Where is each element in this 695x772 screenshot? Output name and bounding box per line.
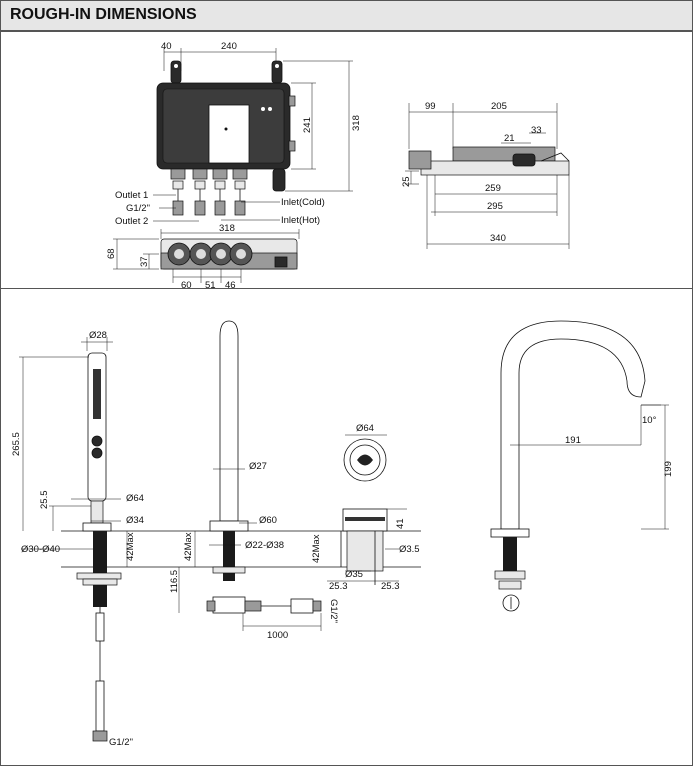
- dim-37: 37: [139, 256, 150, 267]
- label-outlet-1: Outlet 1: [115, 190, 148, 201]
- faucet-dimensions-drawing: Ø28 265.5 25.5 Ø64 Ø34 Ø30-Ø40 42Max G1/…: [11, 320, 674, 748]
- valve-box-front-view: 40 240: [115, 41, 362, 227]
- dim-d30-d40: Ø30-Ø40: [21, 544, 60, 555]
- rough-in-valve-panel: 40 240: [0, 31, 693, 291]
- dim-205: 205: [491, 101, 507, 112]
- valve-box-bottom-view: 318 68 37 60 51 46: [106, 223, 300, 291]
- dim-d22-d38: Ø22-Ø38: [245, 540, 284, 551]
- dim-41: 41: [395, 518, 406, 529]
- dim-318-vertical: 318: [351, 115, 362, 131]
- handshower-view: Ø28 265.5 25.5 Ø64 Ø34 Ø30-Ø40 42Max G1/…: [11, 330, 144, 748]
- dim-318-bottom: 318: [219, 223, 235, 234]
- dim-199: 199: [663, 461, 674, 477]
- label-g12-valve: G1/2": [126, 203, 150, 214]
- dim-46: 46: [225, 280, 236, 290]
- dim-d28-handshower: Ø28: [89, 330, 107, 341]
- spout-side-view: 191 10° 199: [490, 320, 674, 612]
- dim-25-3-left: 25.3: [329, 581, 348, 592]
- faucet-dimensions-panel: Ø28 265.5 25.5 Ø64 Ø34 Ø30-Ø40 42Max G1/…: [0, 288, 693, 766]
- section-header: ROUGH-IN DIMENSIONS: [0, 0, 693, 31]
- dim-42max-handshower: 42Max: [125, 532, 136, 561]
- dim-51: 51: [205, 280, 216, 290]
- dim-25: 25: [401, 176, 412, 187]
- dim-241: 241: [302, 117, 313, 133]
- dim-240: 240: [221, 41, 237, 52]
- spout-front-view: Ø27 Ø60 42Max Ø22-Ø38 116.5 1000 G1/2": [169, 320, 339, 641]
- dim-d34: Ø34: [126, 515, 144, 526]
- handle-view: Ø64 41 Ø3.5 42Max Ø35 25.3 25.3: [311, 423, 420, 592]
- label-inlet-hot: Inlet(Hot): [281, 215, 320, 226]
- dim-33: 33: [531, 125, 542, 136]
- dim-40: 40: [161, 41, 172, 52]
- rough-in-valve-drawing: 40 240: [106, 41, 570, 291]
- dim-60: 60: [181, 280, 192, 290]
- dim-d64-handle: Ø64: [356, 423, 374, 434]
- label-outlet-2: Outlet 2: [115, 216, 148, 227]
- dim-68: 68: [106, 248, 117, 259]
- label-g12-spout: G1/2": [328, 599, 339, 623]
- dim-42max-handle: 42Max: [311, 534, 322, 563]
- dim-259: 259: [485, 183, 501, 194]
- dim-21: 21: [504, 133, 515, 144]
- dim-116-5: 116.5: [169, 570, 180, 593]
- dim-d64-handshower: Ø64: [126, 493, 144, 504]
- dim-42max-spout: 42Max: [183, 532, 194, 561]
- dim-265-5: 265.5: [11, 432, 22, 456]
- dim-25-3-right: 25.3: [381, 581, 400, 592]
- valve-box-side-view: 99 205 21 33 25 259 295 340: [401, 101, 570, 249]
- dim-d60: Ø60: [259, 515, 277, 526]
- dim-99: 99: [425, 101, 436, 112]
- label-inlet-cold: Inlet(Cold): [281, 197, 325, 208]
- dim-191: 191: [565, 435, 581, 446]
- section-title: ROUGH-IN DIMENSIONS: [10, 6, 197, 23]
- label-g12-handshower: G1/2": [109, 737, 133, 748]
- dim-25-5: 25.5: [39, 491, 50, 510]
- dim-d35: Ø35: [345, 569, 363, 580]
- dim-295: 295: [487, 201, 503, 212]
- dim-1000: 1000: [267, 630, 288, 641]
- dim-340: 340: [490, 233, 506, 244]
- dim-d27: Ø27: [249, 461, 267, 472]
- dim-phi3-5: Ø3.5: [399, 544, 420, 555]
- dim-10-degree: 10°: [642, 415, 657, 426]
